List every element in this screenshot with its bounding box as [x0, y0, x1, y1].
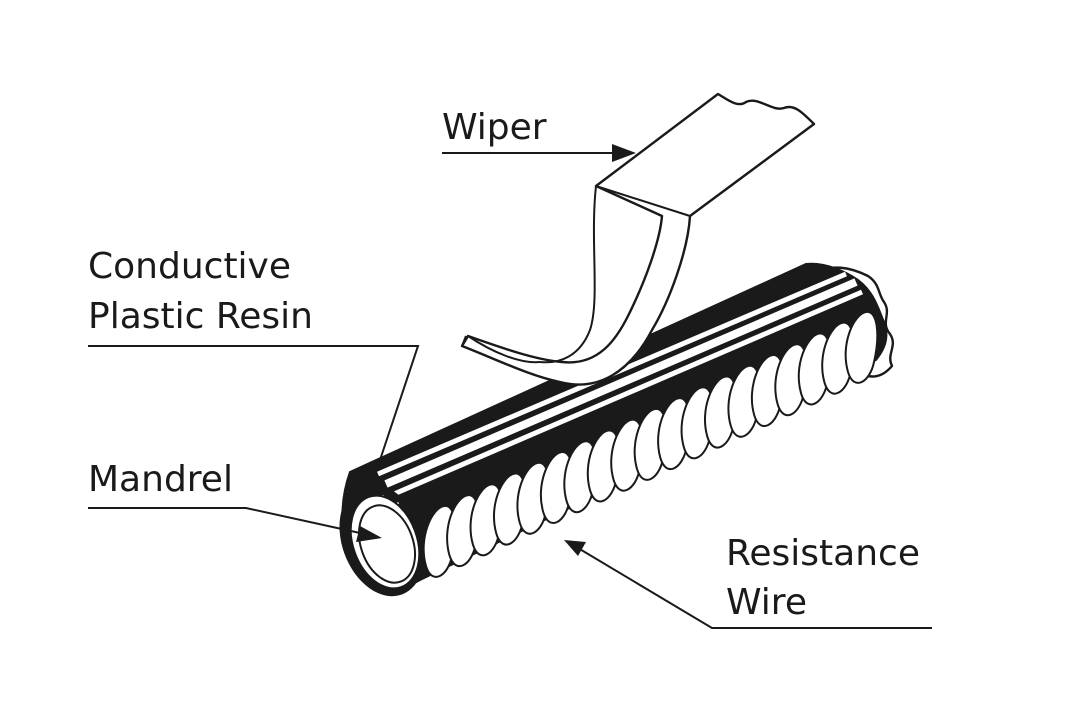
- wire-leader: [577, 547, 932, 629]
- wire-arrowhead: [564, 540, 586, 556]
- resin-leader: [88, 345, 420, 467]
- wiper-arrowhead: [612, 144, 636, 162]
- label-mandrel: Mandrel: [88, 459, 233, 500]
- label-wiper: Wiper: [442, 107, 547, 148]
- resistance-wire-coil: [422, 310, 879, 578]
- mandrel-arrowhead: [356, 526, 382, 542]
- resin-stripe-2: [384, 278, 858, 488]
- leaders: [88, 144, 932, 629]
- label-conductive-line2: Plastic Resin: [88, 296, 313, 337]
- label-conductive-line1: Conductive: [88, 246, 291, 287]
- coil-turn: [844, 310, 879, 384]
- wiper: [460, 92, 816, 386]
- label-resistance-line2: Wire: [726, 582, 807, 623]
- mandrel-end: [339, 483, 425, 597]
- label-resistance-line1: Resistance: [726, 533, 920, 574]
- mandrel-leader: [88, 507, 361, 534]
- cylinder-assembly: [339, 262, 895, 597]
- resin-stripe-3: [393, 289, 863, 497]
